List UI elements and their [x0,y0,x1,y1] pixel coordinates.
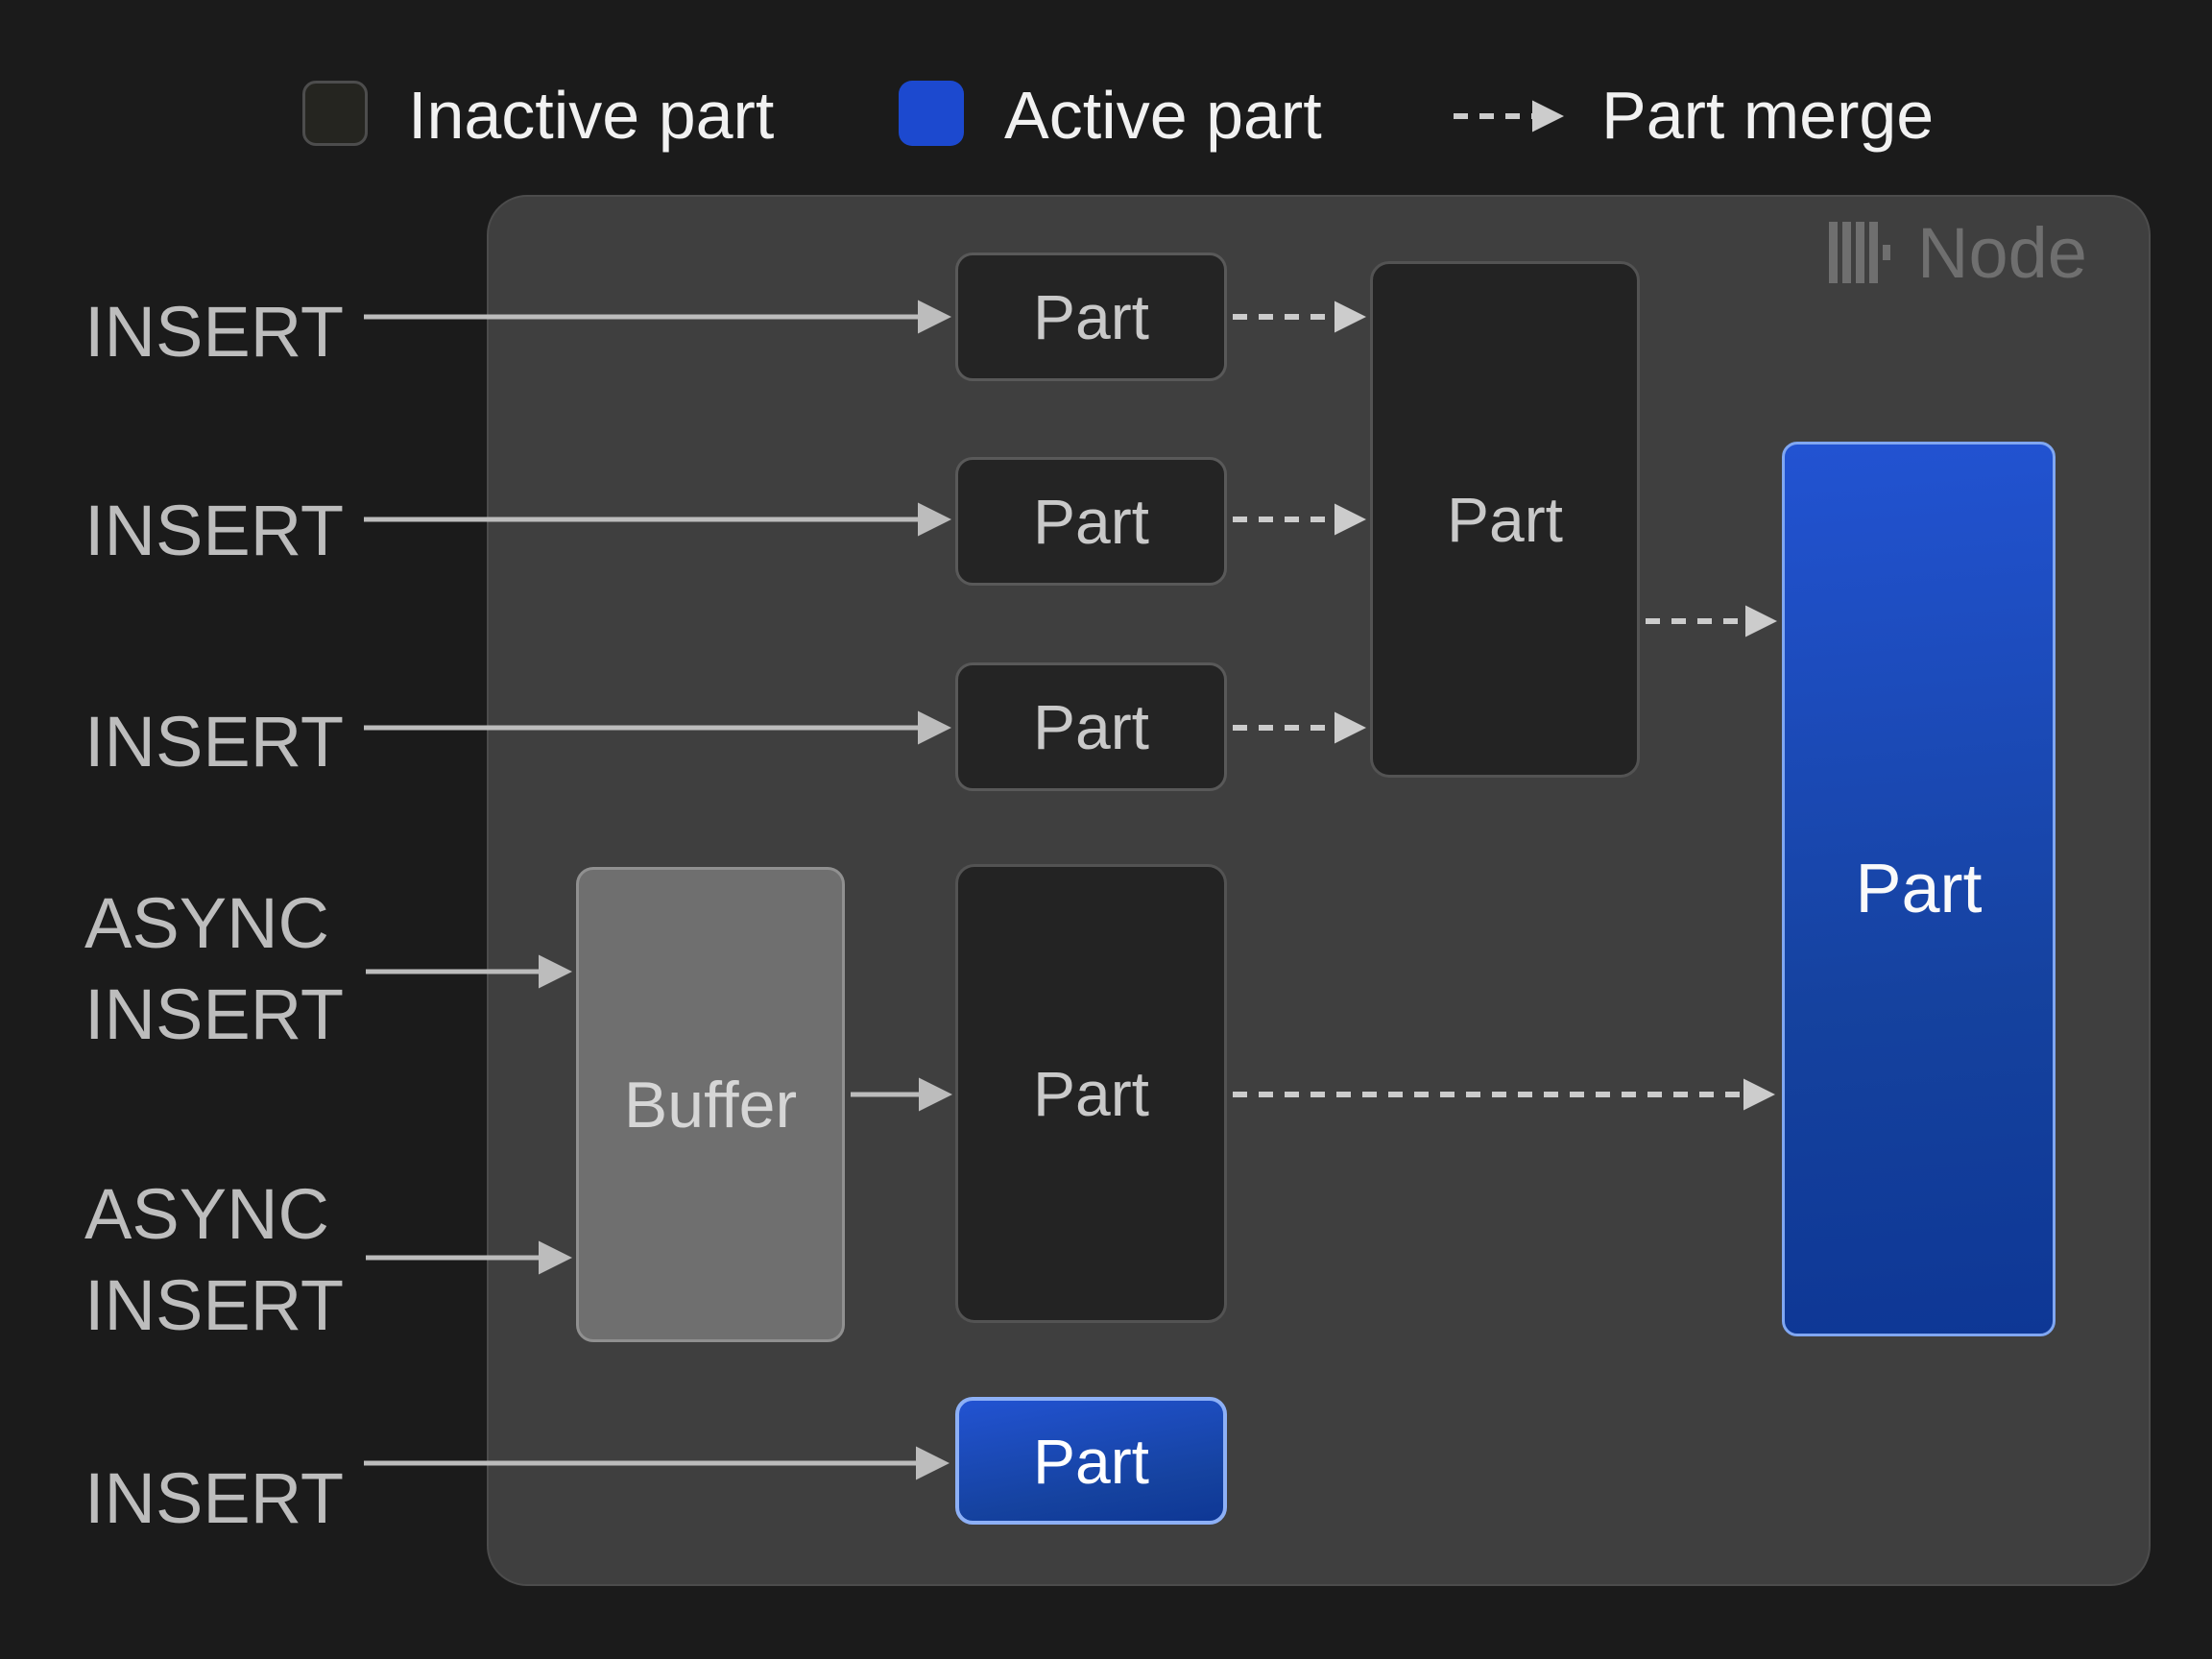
insert-label-2: INSERT [84,491,345,570]
insert-label-3: INSERT [84,702,345,781]
part-box-label: Part [1032,691,1150,762]
active-part-box: Part [1782,442,2056,1336]
node-title: Node [1829,213,2087,293]
merge-part-box: Part [1370,261,1640,778]
async-insert-label-2: ASYNC INSERT [84,1174,345,1345]
insert-part-box-3: Part [955,662,1227,791]
inserted-part-box: Part [955,1397,1227,1525]
async-insert-label-1: ASYNC INSERT [84,883,345,1054]
part-box-label: Part [1032,486,1150,557]
buffer-label: Buffer [623,1068,798,1142]
buffer-part-box: Part [955,864,1227,1323]
insert-part-box-1: Part [955,252,1227,381]
part-box-label: Part [1032,1425,1150,1497]
node-logo-icon [1829,222,1890,283]
inactive-part-swatch [302,81,368,146]
node-label: Node [1917,212,2087,293]
active-part-swatch [899,81,964,146]
insert-part-box-2: Part [955,457,1227,586]
legend-active-label: Active part [1004,78,1322,153]
part-box-label: Part [1032,281,1150,352]
insert-label-4: INSERT [84,1458,345,1538]
part-box-label: Part [1032,1058,1150,1129]
part-box-label: Part [1446,484,1564,555]
part-box-label: Part [1855,851,1983,927]
legend-inactive-label: Inactive part [408,78,775,153]
legend-merge-label: Part merge [1601,78,1935,153]
buffer-box: Buffer [576,867,845,1342]
insert-label-1: INSERT [84,292,345,372]
